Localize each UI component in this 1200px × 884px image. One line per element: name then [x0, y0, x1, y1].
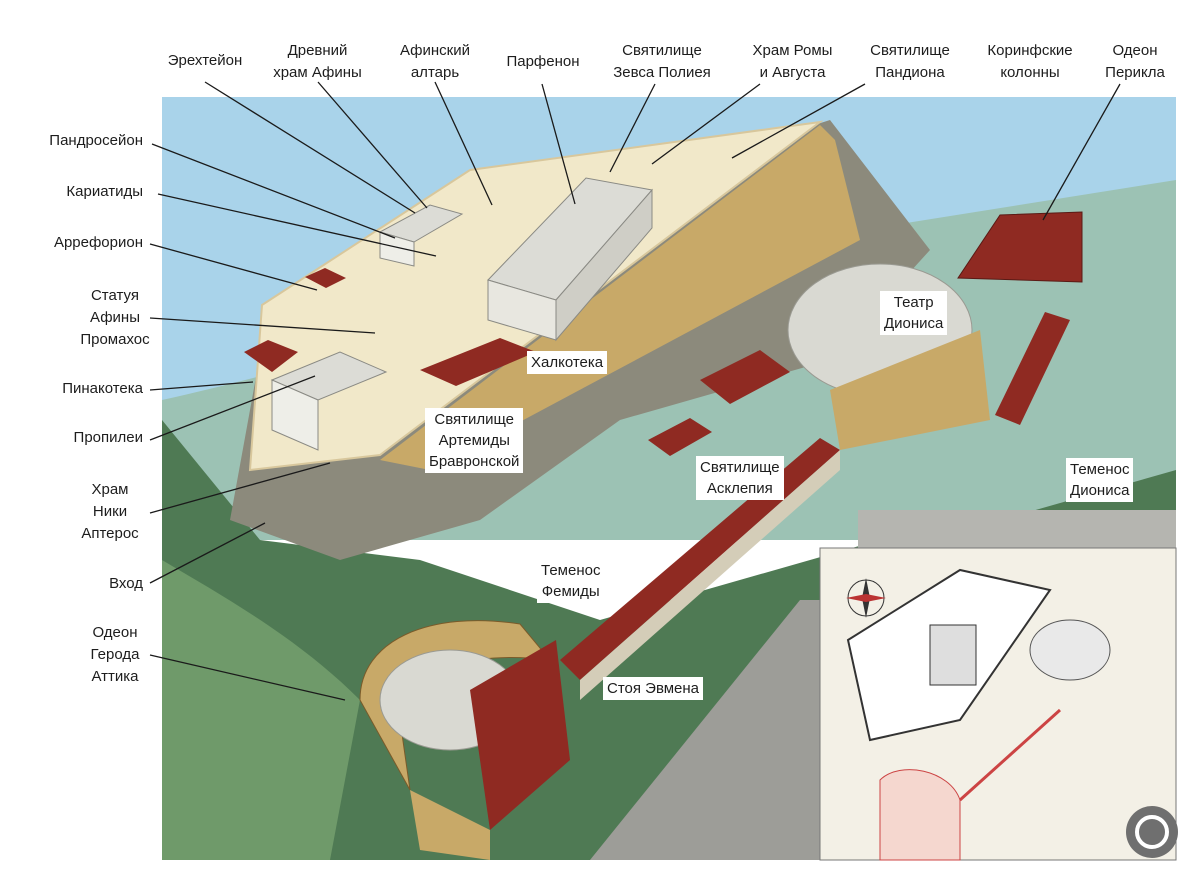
label-parthenon: Парфенон — [506, 53, 580, 70]
pinakotheke-roof — [244, 340, 298, 372]
label-chalkotheke: Халкотека — [527, 351, 608, 374]
label-entrance: Вход — [109, 575, 143, 592]
label-corinthian-columns: Коринфские колонны — [987, 42, 1073, 81]
compass-rose-icon — [846, 578, 886, 618]
chalkotheke-roof — [420, 338, 536, 386]
label-erechtheion: Эрехтейон — [167, 52, 243, 69]
label-pandion-sanctuary: Святилище Пандиона — [870, 42, 950, 81]
parthenon-building — [487, 177, 653, 342]
erechtheion-building — [378, 204, 464, 267]
label-pandroseion: Пандросейон — [49, 132, 143, 149]
label-arrephorion: Аррефорион — [53, 234, 143, 251]
label-zeus-sanctuary: Святилище Зевса Полиея — [613, 42, 711, 81]
label-old-temple: Древний храм Афины — [273, 42, 362, 81]
corner-logo-inner — [1135, 815, 1169, 849]
label-temple-roma: Храм Ромы и Августа — [752, 42, 833, 81]
label-artemis-sanctuary: Святилище Артемиды Бравронской — [425, 408, 524, 473]
label-theatre-dionysus: Театр Диониса — [880, 291, 948, 335]
propylaea-building — [270, 351, 388, 451]
text-panel-lower — [590, 600, 820, 860]
label-propylaea: Пропилеи — [73, 429, 143, 446]
vegetation-light — [162, 560, 360, 860]
label-temenos-themis: Теменос Фемиды — [537, 559, 605, 603]
odeon-of-pericles-roof — [957, 211, 1083, 283]
corner-logo — [1126, 806, 1178, 858]
temenos-dionysus-roof — [995, 312, 1070, 425]
arrephorion-roof — [305, 268, 346, 288]
asclepius-roof-2 — [648, 418, 712, 456]
plan-map-inset — [819, 547, 1177, 861]
label-caryatids: Кариатиды — [66, 183, 143, 200]
asclepius-roof — [700, 350, 790, 404]
vegetation-slope — [162, 420, 1176, 860]
label-pinakotheke: Пинакотека — [62, 380, 143, 397]
south-wall — [380, 125, 860, 470]
leader-lines — [149, 81, 1121, 701]
odeon-of-herodes-atticus — [359, 620, 570, 860]
label-altar: Афинский алтарь — [400, 42, 470, 81]
text-panel-upper — [858, 510, 1176, 550]
label-odeon-herodes: Одеон Герода Аттика — [90, 624, 140, 685]
label-temenos-dionysus: Теменос Диониса — [1066, 458, 1134, 502]
label-stoa-eumenes: Стоя Эвмена — [603, 677, 704, 700]
label-asclepius-sanctuary: Святилище Асклепия — [696, 456, 784, 500]
label-odeon-pericles: Одеон Перикла — [1105, 42, 1165, 81]
label-nike-temple: Храм Ники Аптерос — [81, 481, 139, 542]
label-athena-promachos: Статуя Афины Промахос — [80, 287, 150, 348]
